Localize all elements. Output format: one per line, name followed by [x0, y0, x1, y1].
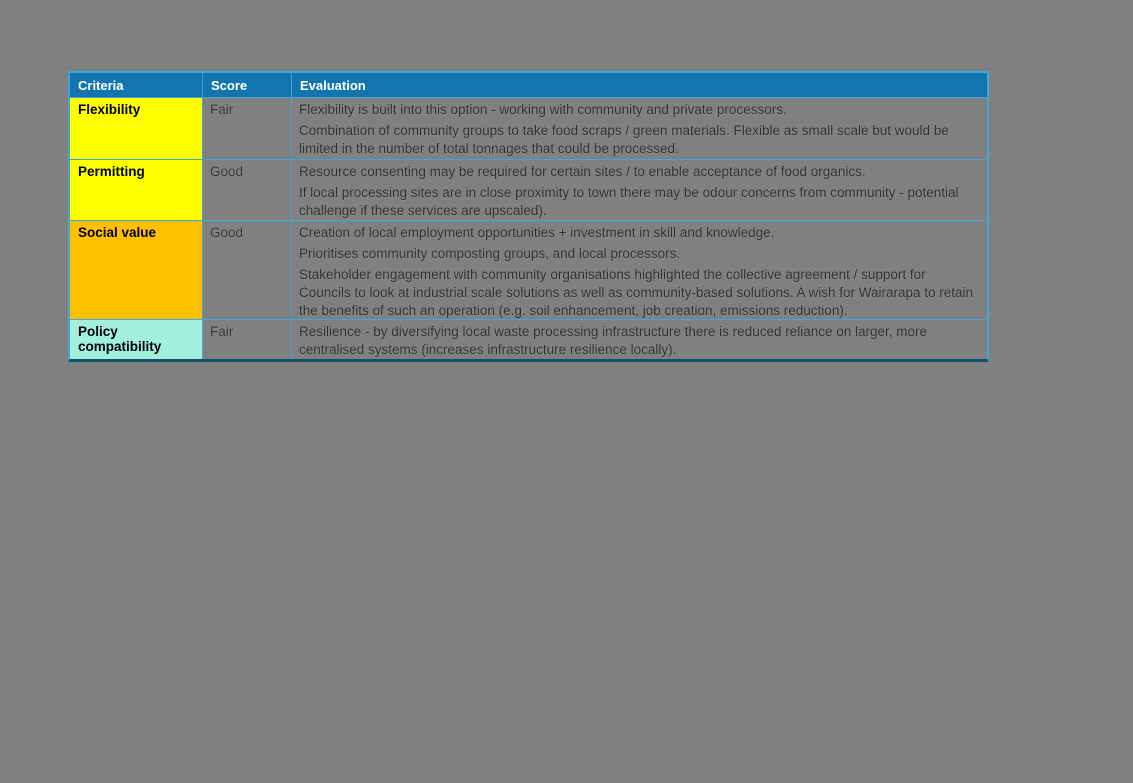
evaluation-cell: Creation of local employment opportuniti… [291, 221, 987, 319]
criteria-cell-permitting: Permitting [70, 160, 202, 220]
evaluation-paragraph: If local processing sites are in close p… [299, 185, 959, 218]
table-row: Permitting Good Resource consenting may … [70, 159, 987, 220]
table-header-row: Criteria Score Evaluation [70, 73, 987, 97]
evaluation-paragraph: Flexibility is built into this option - … [299, 102, 787, 117]
evaluation-paragraph: Combination of community groups to take … [299, 123, 949, 156]
evaluation-paragraph: Creation of local employment opportuniti… [299, 225, 775, 240]
score-cell: Good [202, 221, 291, 319]
header-cell-evaluation: Evaluation [291, 73, 987, 97]
table-row: Policy compatibility Fair Resilience - b… [70, 319, 987, 359]
evaluation-cell: Resilience - by diversifying local waste… [291, 320, 987, 359]
table-row: Social value Good Creation of local empl… [70, 220, 987, 319]
header-cell-score: Score [202, 73, 291, 97]
score-cell: Fair [202, 98, 291, 159]
evaluation-cell: Resource consenting may be required for … [291, 160, 987, 220]
criteria-cell-flexibility: Flexibility [70, 98, 202, 159]
evaluation-cell: Flexibility is built into this option - … [291, 98, 987, 159]
evaluation-paragraph: Resilience - by diversifying local waste… [299, 324, 928, 357]
evaluation-paragraph: Stakeholder engagement with community or… [299, 267, 974, 318]
table-row: Flexibility Fair Flexibility is built in… [70, 97, 987, 159]
criteria-cell-social-value: Social value [70, 221, 202, 319]
evaluation-paragraph: Prioritises community composting groups,… [299, 246, 681, 261]
criteria-evaluation-table: Criteria Score Evaluation Flexibility Fa… [68, 71, 989, 362]
score-cell: Fair [202, 320, 291, 359]
header-cell-criteria: Criteria [70, 73, 202, 97]
evaluation-paragraph: Resource consenting may be required for … [299, 164, 866, 179]
criteria-cell-policy-compatibility: Policy compatibility [70, 320, 202, 359]
score-cell: Good [202, 160, 291, 220]
